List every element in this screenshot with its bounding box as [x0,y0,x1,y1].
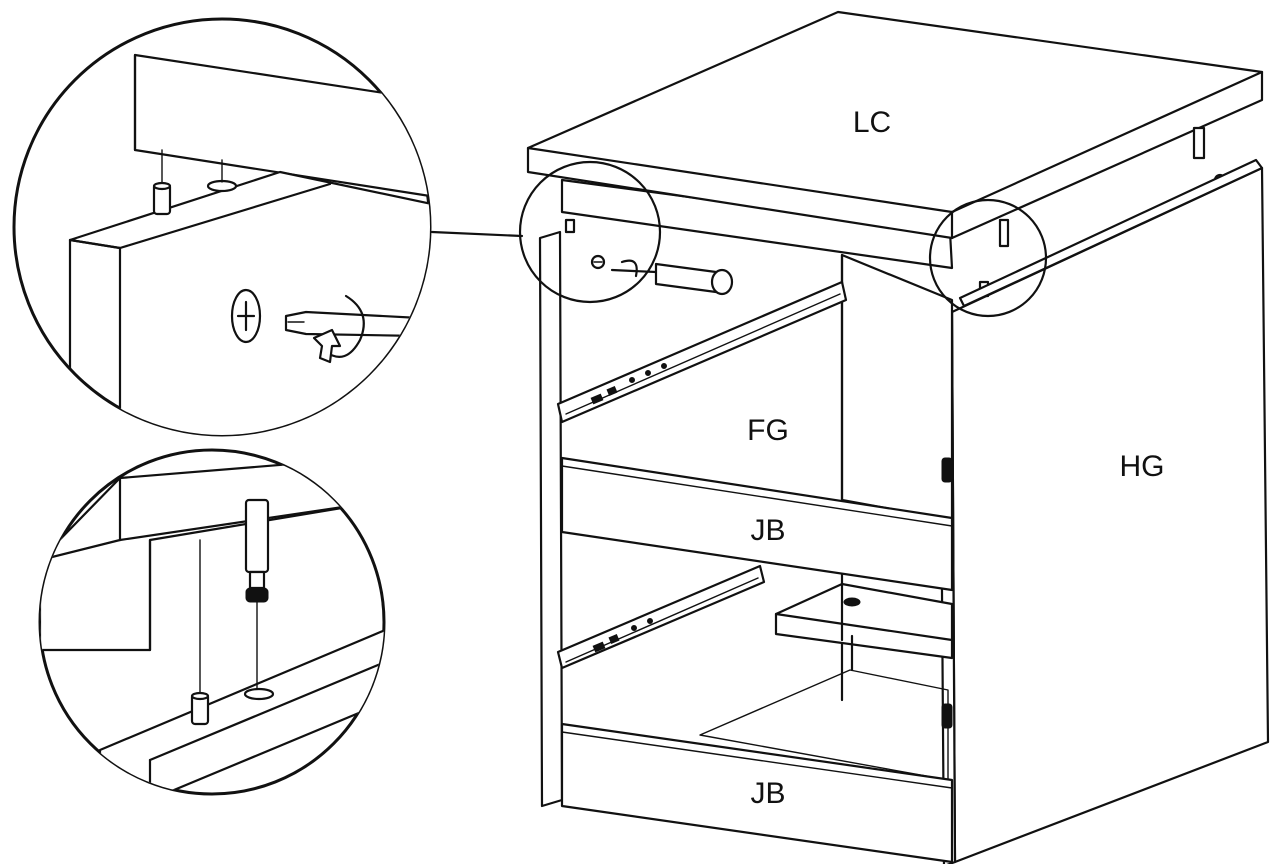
dowel-icon [190,539,210,726]
drawer-slide-lower [556,564,766,670]
back-panel-label: FG [747,414,789,447]
drawer-slide-upper [556,280,848,424]
side-panel [938,166,1270,864]
pin-icon [243,498,275,701]
side-panel-label: HG [1120,450,1165,483]
detail-circle-cam-lock [12,17,432,437]
rotate-clockwise-icon [312,294,365,364]
highlight-circle-rear [928,198,1048,318]
cam-lock-icon [230,288,262,344]
drawer-rail-upper [560,456,954,592]
drawer-rail-lower-label: JB [750,777,785,810]
highlight-circle-front [518,160,662,304]
cabinet [526,10,1270,864]
cam-lock-icon [590,254,606,270]
left-panel [538,230,564,808]
detail-circle-dowel [38,448,386,796]
top-panel-label: LC [853,106,891,139]
middle-shelf [774,582,954,672]
dowel-icon [152,149,172,216]
screwdriver-icon [610,259,734,296]
top-panel [526,10,1264,240]
drawer-rail-lower [560,722,954,864]
drawer-rail-upper-label: JB [750,514,785,547]
